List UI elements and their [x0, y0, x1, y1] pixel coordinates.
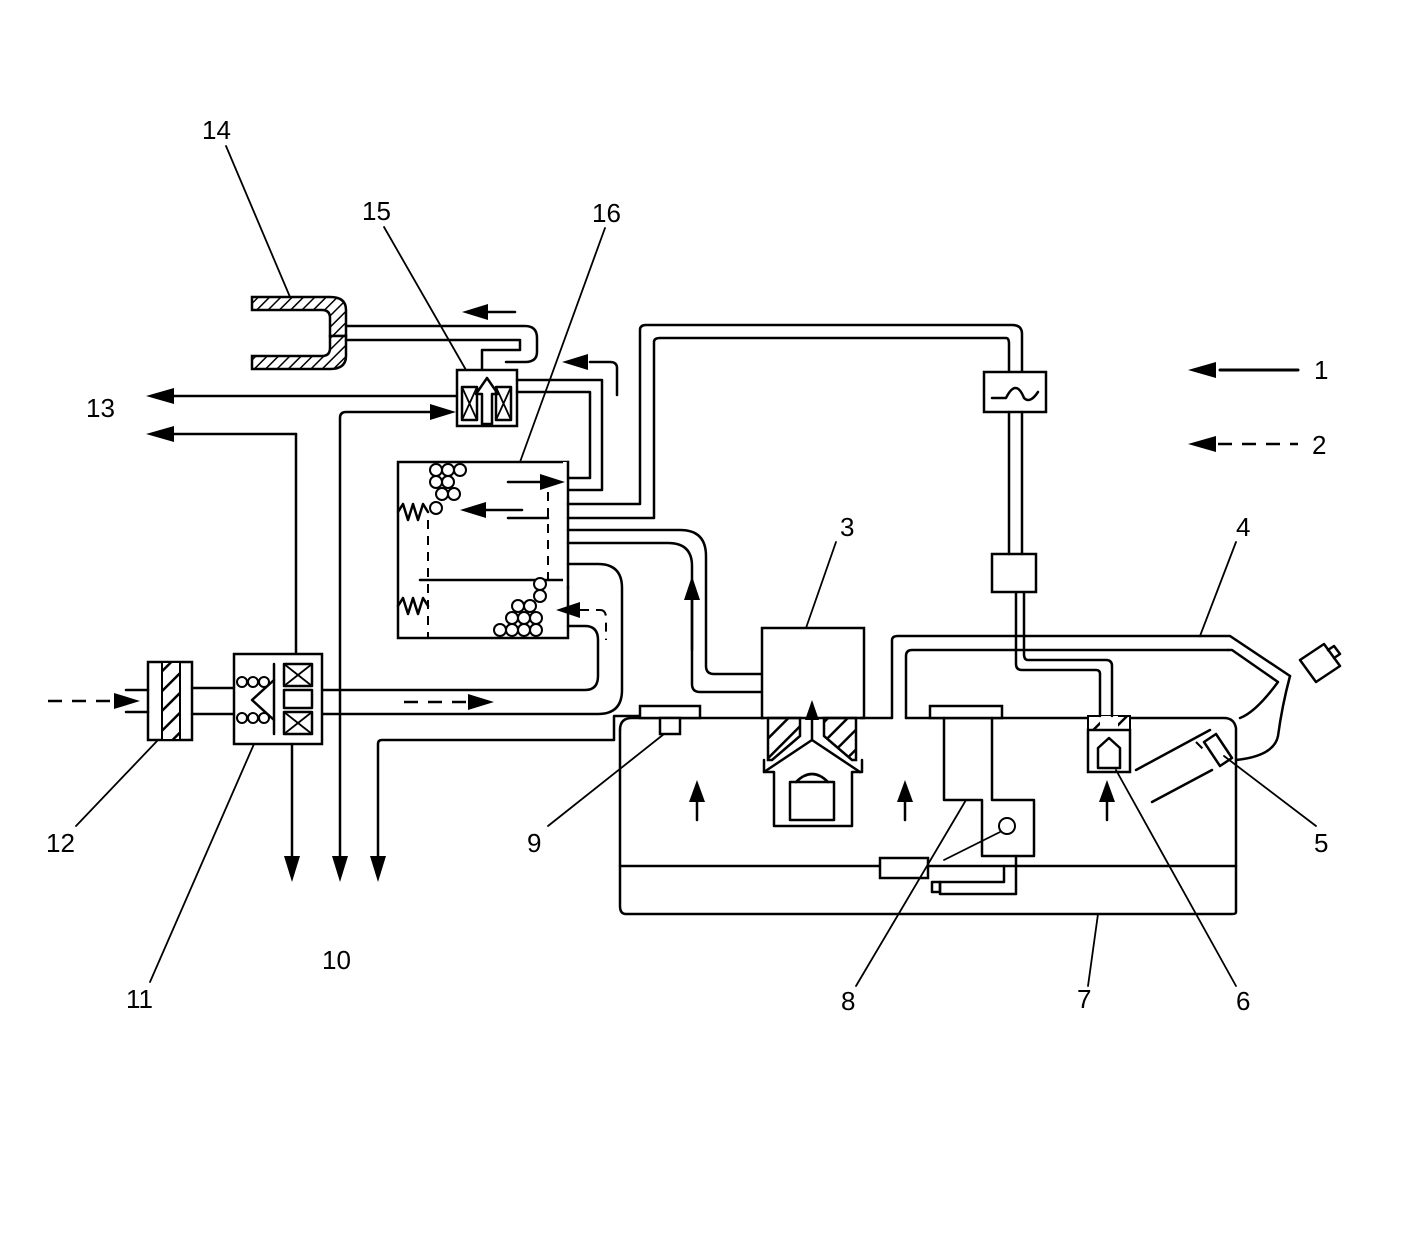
fuel-tank: [618, 634, 1342, 916]
callout-2: 2: [1312, 430, 1326, 460]
evap-canister: [396, 460, 607, 640]
purge-solenoid-valve: [455, 354, 619, 492]
callout-8: 8: [841, 986, 855, 1016]
callout-13: 13: [86, 393, 115, 423]
callout-3: 3: [840, 512, 854, 542]
vent-solenoid-valve: [232, 652, 494, 746]
leader-lines: [75, 145, 1317, 987]
callout-11: 11: [126, 984, 153, 1014]
callout-10: 10: [322, 945, 351, 975]
vent-line-devices: [982, 370, 1048, 594]
callout-1: 1: [1314, 355, 1328, 385]
callout-7: 7: [1077, 984, 1091, 1014]
canister-lines: [318, 323, 1024, 718]
purge-line-to-intake: [344, 304, 539, 372]
tank-pressure-sensor: [638, 704, 702, 736]
callout-12: 12: [46, 828, 75, 858]
rollover-valve-assembly: [760, 626, 866, 828]
callout-9: 9: [527, 828, 541, 858]
legend-solid-arrow: [1188, 362, 1300, 378]
vent-lines-down: [284, 714, 642, 882]
callout-5: 5: [1314, 828, 1328, 858]
legend-dashed-arrow: [1188, 436, 1298, 452]
intake-manifold: [250, 295, 348, 371]
callout-4: 4: [1236, 512, 1250, 542]
callout-15: 15: [362, 196, 391, 226]
vent-and-purge-outlets: [146, 388, 458, 860]
fuel-pump-module: [878, 704, 1036, 896]
callout-14: 14: [202, 115, 231, 145]
callout-6: 6: [1236, 986, 1250, 1016]
fill-limit-vent-valve: [1014, 590, 1132, 774]
vent-filter: [48, 660, 236, 742]
callout-16: 16: [592, 198, 621, 228]
